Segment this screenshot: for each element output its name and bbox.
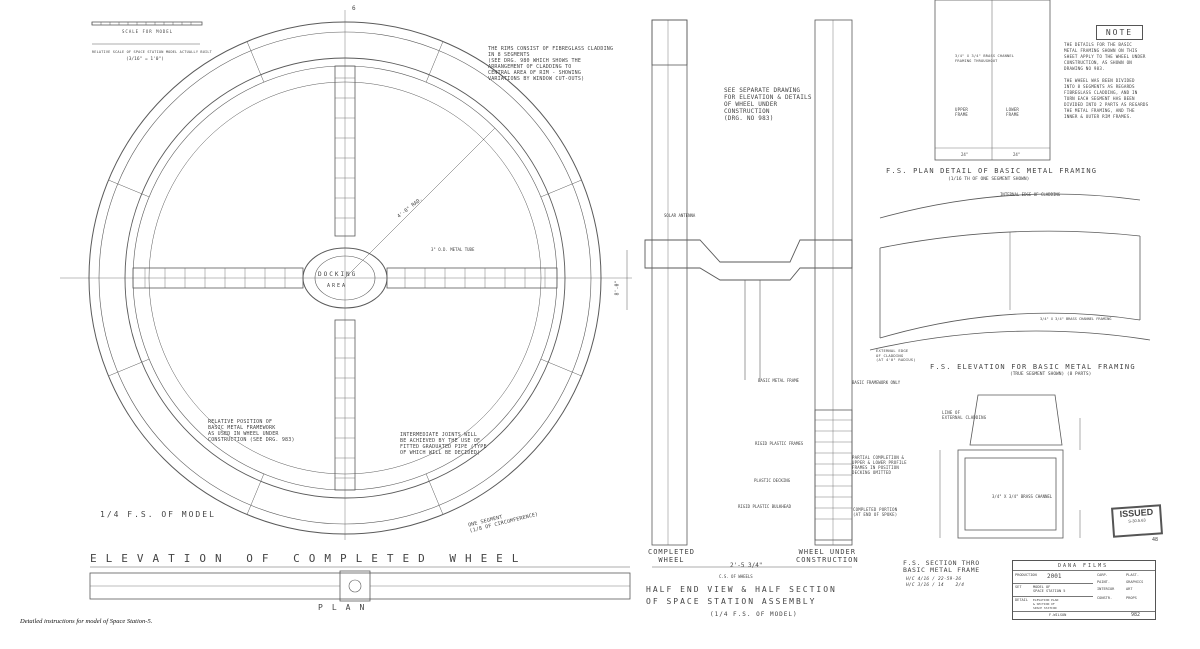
title-block-dept-3: PAINT. bbox=[1097, 580, 1110, 584]
scale-bar-label: SCALE FOR MODEL bbox=[122, 29, 174, 34]
lower-frame-label: LOWER FRAME bbox=[1006, 107, 1020, 117]
title-block-detail-label: DETAIL bbox=[1015, 598, 1028, 602]
rigid-plastic-frames-label: RIGID PLASTIC FRAMES bbox=[755, 441, 804, 446]
section-title-1: HALF END VIEW & HALF SECTION bbox=[646, 585, 837, 594]
joints-note: INTERMEDIATE JOINTS WILL BE ACHIEVED BY … bbox=[400, 432, 487, 456]
title-block-dept-2: PLAST. bbox=[1126, 573, 1139, 577]
title-block-dept-6: ART bbox=[1126, 587, 1133, 591]
detail-section-inner bbox=[964, 457, 1057, 531]
section-width-label: C.S. OF WHEELS bbox=[719, 574, 753, 579]
figure-caption: Detailed instructions for model of Space… bbox=[20, 618, 153, 625]
title-block-dept-8: PROPS bbox=[1126, 596, 1137, 600]
hub-label-area: AREA bbox=[327, 283, 348, 289]
relative-scale-label: RELATIVE SCALE OF SPACE STATION MODEL AC… bbox=[92, 50, 212, 54]
external-edge-label: EXTERNAL EDGE OF CLADDING (AT 4'0" RADIU… bbox=[876, 348, 916, 362]
rigid-plastic-bulkhead-label: RIGID PLASTIC BULKHEAD bbox=[738, 504, 791, 509]
plan-detail-subtitle: (1/16 TH OF ONE SEGMENT SHOWN) bbox=[948, 177, 1030, 182]
plan-detail-title: F.S. PLAN DETAIL OF BASIC METAL FRAMING bbox=[886, 167, 1098, 175]
issued-stamp: ISSUED S-30.5.63 bbox=[1111, 504, 1163, 538]
segment-divider bbox=[425, 473, 444, 515]
section-title-3: (1/4 F.S. OF MODEL) bbox=[710, 611, 798, 618]
completed-wheel-label: COMPLETED WHEEL bbox=[648, 548, 695, 564]
note-text: THE DETAILS FOR THE BASIC METAL FRAMING … bbox=[1064, 42, 1149, 119]
section-detail-title: F.S. SECTION THRO BASIC METAL FRAME bbox=[903, 559, 980, 574]
detail-plan-inner-edge bbox=[879, 193, 1141, 219]
segment-divider bbox=[540, 358, 582, 377]
partial-completion-label: PARTIAL COMPLETION & UPPER & LOWER PROFI… bbox=[852, 455, 907, 475]
elevation-detail-subtitle: (TRUE SEGMENT SHOWN) (8 PARTS) bbox=[1010, 372, 1092, 377]
segment-divider bbox=[246, 473, 265, 515]
detail-plan-external-edge bbox=[869, 330, 1151, 351]
section-hub bbox=[644, 239, 853, 281]
title-block: DANA FILMS PRODUCTION 2001 SET MODEL OF … bbox=[1012, 560, 1156, 620]
framework-note: RELATIVE POSITION OF BASIC METAL FRAMEWO… bbox=[208, 419, 295, 443]
dim-b: 24" bbox=[1013, 152, 1021, 157]
title-block-company: DANA FILMS bbox=[1058, 563, 1109, 569]
radius-line bbox=[344, 127, 496, 279]
basic-metal-frame-label: BASIC METAL FRAME bbox=[758, 378, 799, 383]
title-block-set-label: SET bbox=[1015, 585, 1022, 589]
see-drawing-note: SEE SEPARATE DRAWING FOR ELEVATION & DET… bbox=[724, 87, 812, 122]
internal-edge-label: INTERNAL EDGE OF CLADDING bbox=[1000, 192, 1061, 197]
scale-ratio: (3/16" = 1'0") bbox=[126, 57, 164, 62]
section-width-dim: 2'-5 3/4" bbox=[730, 562, 763, 569]
title-block-dept-1: CARP. bbox=[1097, 573, 1108, 577]
title-block-dept-4: GRAPHICS bbox=[1126, 580, 1144, 584]
basic-framework-only-label: BASIC FRAMEWORK ONLY bbox=[852, 380, 901, 385]
section-detail-note: H/C 4/16 / 22-59-26 H/C 3/16 / 14 2/4 bbox=[906, 577, 965, 588]
plan-view-hub bbox=[339, 570, 371, 602]
segment-divider bbox=[540, 179, 582, 198]
title-block-set-value: MODEL OF SPACE STATION 5 bbox=[1033, 585, 1066, 593]
hub-label-docking: DOCKING bbox=[318, 271, 358, 278]
title-block-drawn-by: F.WILSON bbox=[1049, 613, 1067, 617]
section-title-2: OF SPACE STATION ASSEMBLY bbox=[646, 597, 817, 606]
wheel-under-construction-label: WHEEL UNDER CONSTRUCTION bbox=[796, 548, 859, 564]
note-title: NOTE bbox=[1096, 25, 1143, 40]
upper-frame-label: UPPER FRAME bbox=[955, 107, 969, 117]
brass-channel-label: 3/4" x 3/4" BRASS CHANNEL bbox=[992, 494, 1053, 499]
title-block-production-value: 2001 bbox=[1047, 573, 1062, 580]
detail-section-frame bbox=[957, 449, 1064, 539]
section-left-column bbox=[651, 19, 688, 546]
plan-title: PLAN bbox=[318, 603, 374, 612]
section-height-dim: 8'-0" bbox=[614, 280, 621, 296]
channel-framing-label: 3/4" x 3/4" BRASS CHANNEL FRAMING THROUG… bbox=[955, 54, 1015, 63]
wheel-scale-note: 1/4 F.S. OF MODEL bbox=[100, 510, 216, 519]
detail-framing-plan bbox=[934, 0, 1051, 161]
title-block-dept-5: INTERIOR bbox=[1097, 587, 1115, 591]
scale-bar bbox=[91, 21, 203, 26]
corner-mark: 48 bbox=[1152, 537, 1159, 543]
completed-portion-label: COMPLETED PORTION (AT END OF SPOKE) bbox=[853, 507, 898, 517]
segment-divider bbox=[425, 41, 444, 83]
solar-antenna-label: SOLAR ANTENNA bbox=[664, 213, 696, 218]
title-block-production-label: PRODUCTION bbox=[1015, 573, 1037, 577]
detail-plan-lower bbox=[879, 312, 1141, 339]
detail-section-cap bbox=[969, 394, 1063, 446]
section-right-column bbox=[814, 19, 853, 546]
dim-a: 24" bbox=[961, 152, 969, 157]
tube-label: 3" O.D. METAL TUBE bbox=[431, 247, 475, 252]
segment-divider bbox=[246, 41, 265, 83]
segment-divider bbox=[108, 358, 150, 377]
section-left-top bbox=[651, 19, 688, 66]
elevation-detail-title: F.S. ELEVATION FOR BASIC METAL FRAMING bbox=[930, 363, 1136, 371]
plan-view-hub-circle bbox=[348, 579, 362, 593]
title-block-drawing-no: 982 bbox=[1131, 612, 1141, 618]
plastic-decking-label: PLASTIC DECKING bbox=[754, 478, 791, 483]
title-block-dept-7: CONSTR. bbox=[1097, 596, 1113, 600]
center-mark: 6 bbox=[352, 5, 356, 12]
title-block-detail-value: ELEVATION PLAN & SECTION OF SPACE STATIO… bbox=[1033, 598, 1059, 610]
rim-note: THE RIMS CONSIST OF FIBREGLASS CLADDING … bbox=[488, 46, 614, 82]
line-external-label: LINE OF EXTERNAL CLADDING bbox=[942, 410, 987, 420]
elevation-title: ELEVATION OF COMPLETED WHEEL bbox=[90, 552, 528, 565]
segment-divider bbox=[108, 179, 150, 198]
channel-framing-label-2: 3/4" x 3/4" BRASS CHANNEL FRAMING bbox=[1040, 317, 1112, 321]
